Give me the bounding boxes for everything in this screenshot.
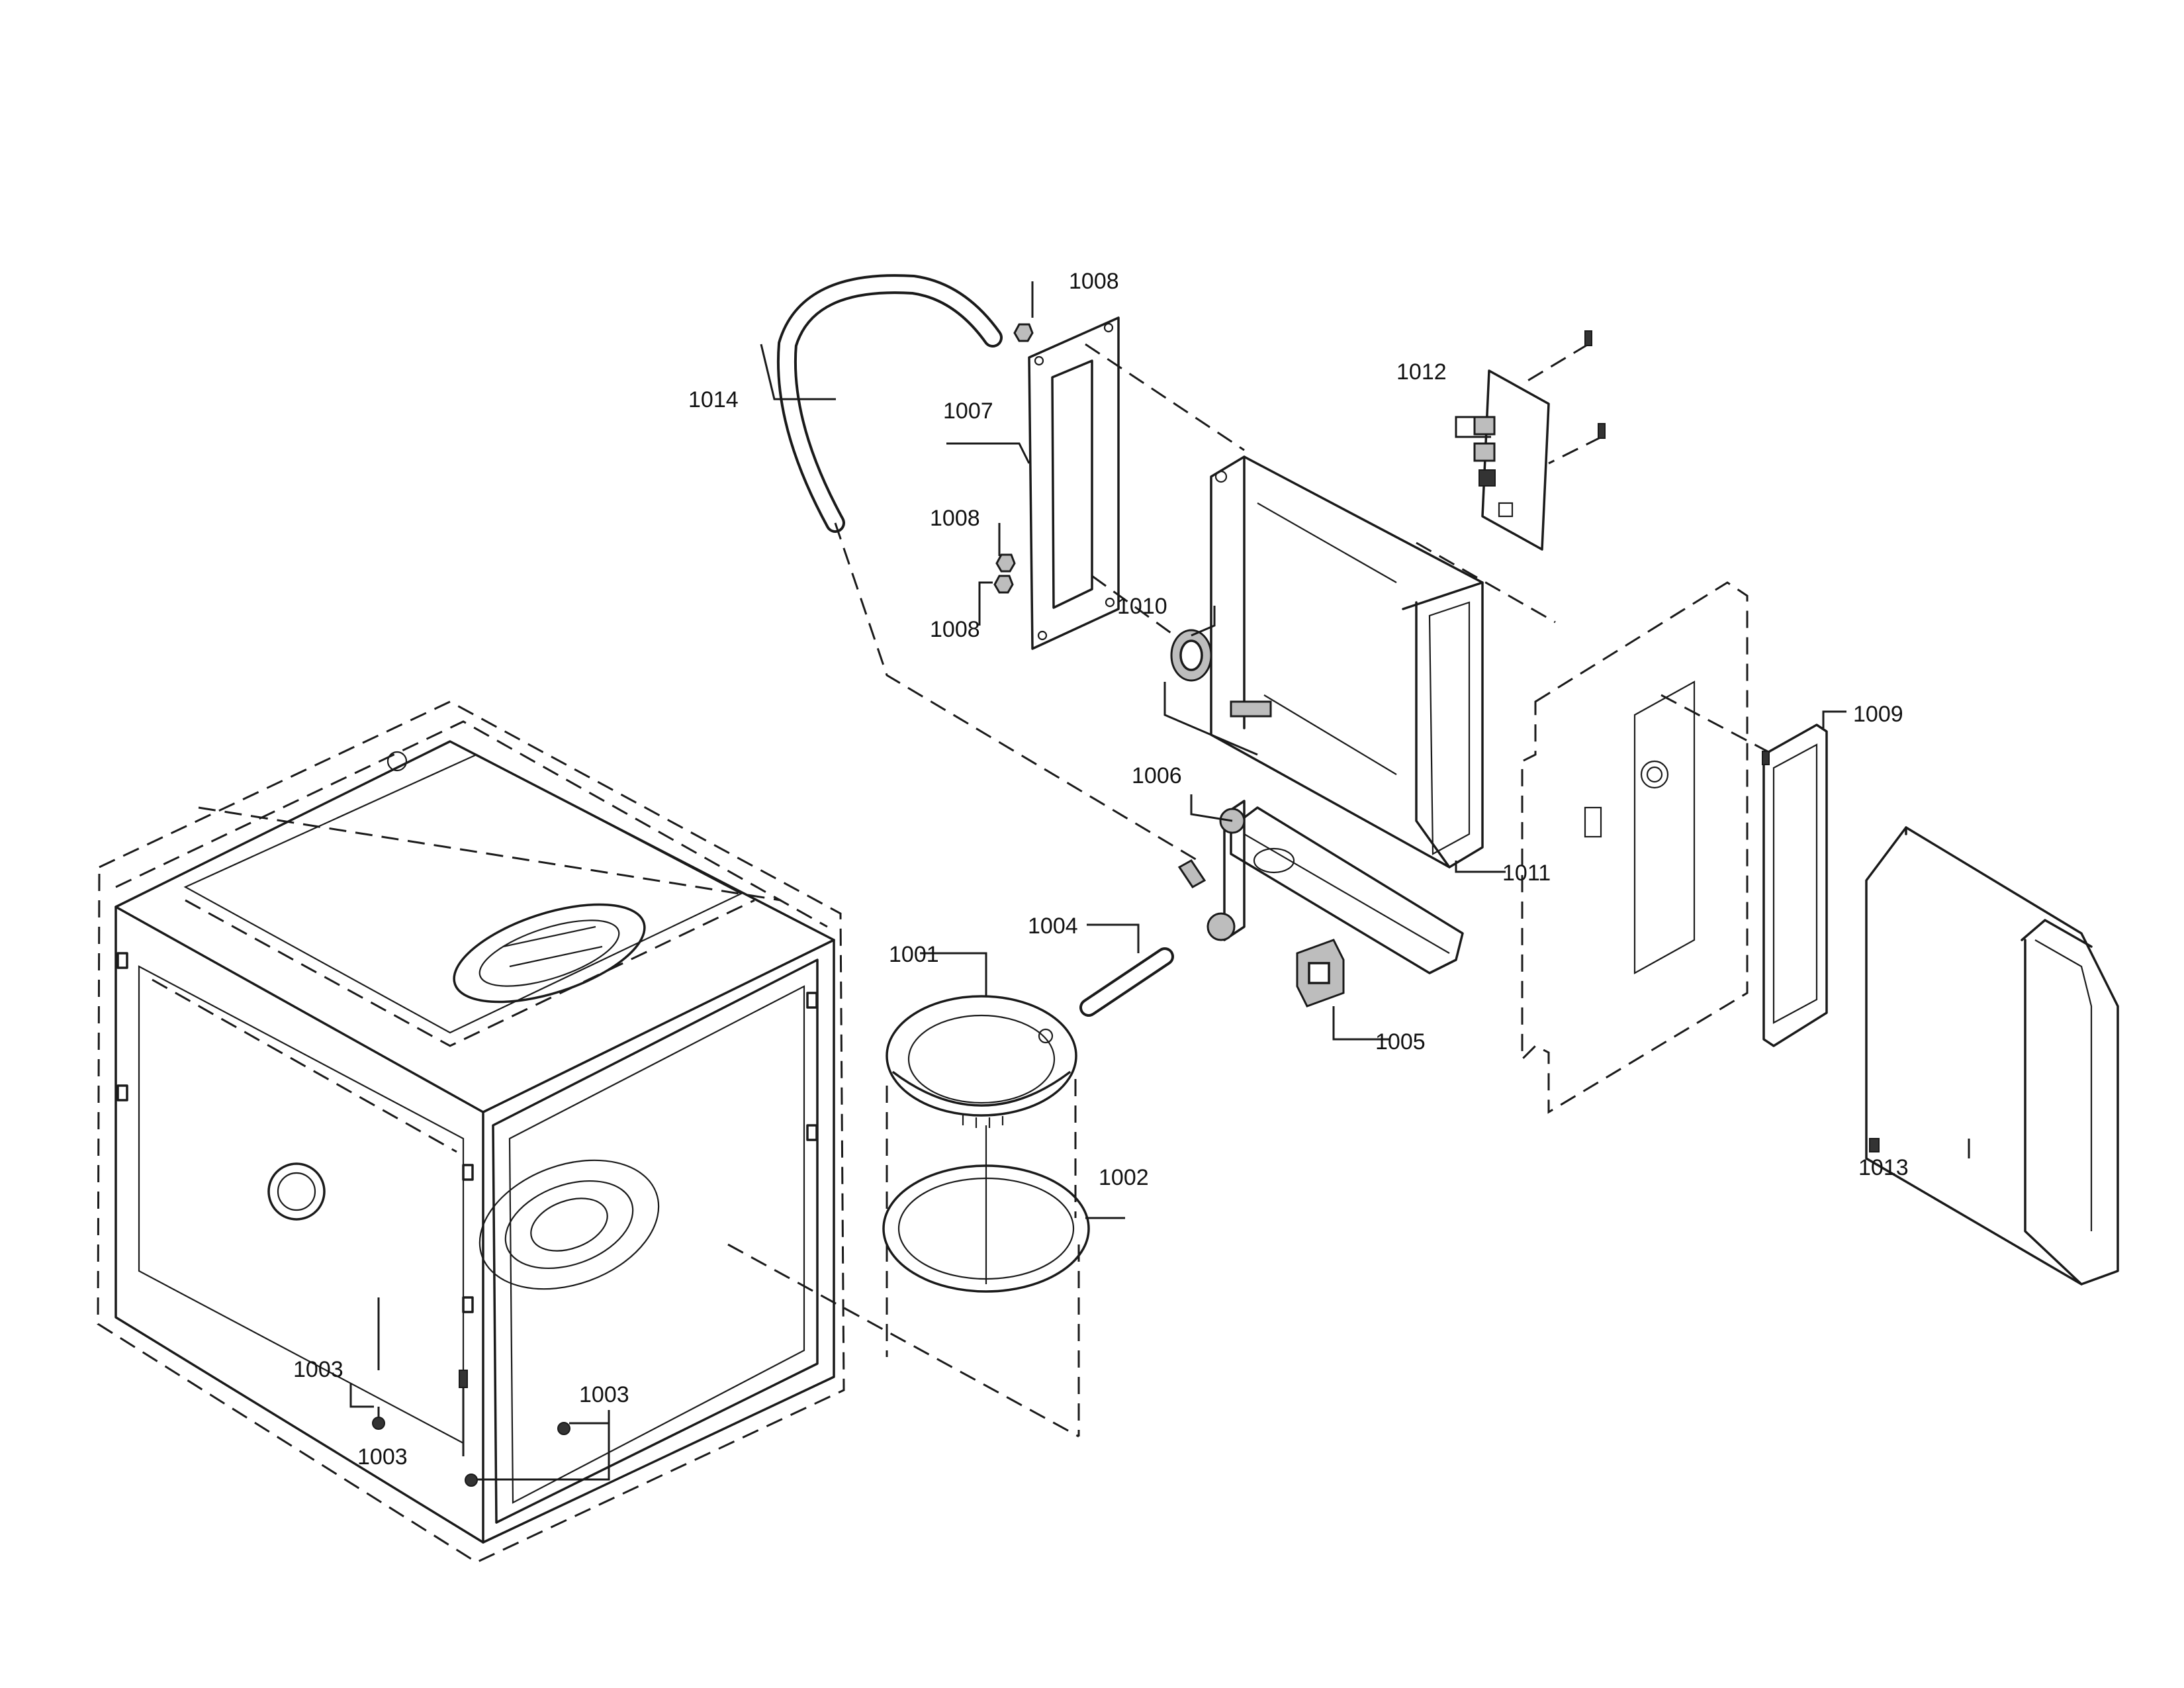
nut-1008-b bbox=[995, 553, 1016, 573]
screw-1003-b bbox=[459, 1370, 468, 1388]
nut-1008-a bbox=[1013, 323, 1034, 342]
screw-1003-d bbox=[465, 1474, 478, 1487]
pcb-1012 bbox=[1473, 369, 1550, 551]
rear-panel bbox=[1521, 581, 1749, 1114]
callout-1003-bottom: 1003 bbox=[357, 1444, 408, 1470]
callout-1010: 1010 bbox=[1117, 594, 1167, 619]
seal-1010 bbox=[1170, 629, 1212, 682]
callout-1008-bottom: 1008 bbox=[930, 617, 980, 642]
switch-1005 bbox=[1296, 939, 1345, 1008]
mounting-plate-1007 bbox=[1028, 316, 1120, 650]
screw-1003-a bbox=[372, 1417, 385, 1430]
callout-1011: 1011 bbox=[1502, 861, 1551, 886]
callout-1005: 1005 bbox=[1375, 1029, 1426, 1055]
tube-1014 bbox=[776, 274, 1003, 533]
callout-1001: 1001 bbox=[889, 942, 939, 967]
callout-1007: 1007 bbox=[943, 399, 993, 424]
screw-pcb-a bbox=[1584, 330, 1592, 346]
screw-1003-c bbox=[557, 1422, 570, 1435]
gasket-1009 bbox=[1762, 724, 1828, 1047]
housing-1011 bbox=[1210, 455, 1484, 868]
callout-1012: 1012 bbox=[1396, 359, 1447, 385]
screw-pcb-b bbox=[1598, 423, 1606, 439]
callout-1008-mid: 1008 bbox=[930, 506, 980, 531]
leader-lines bbox=[349, 281, 1970, 1481]
nut-1008-c bbox=[993, 575, 1014, 594]
callout-1002: 1002 bbox=[1099, 1165, 1149, 1190]
callout-1003-left: 1003 bbox=[293, 1357, 343, 1382]
ring-1002 bbox=[882, 1125, 1090, 1293]
callout-1004: 1004 bbox=[1028, 914, 1078, 939]
stirrer-cover-1001 bbox=[886, 995, 1077, 1128]
bracket-1006 bbox=[1177, 800, 1464, 974]
callout-1014: 1014 bbox=[688, 387, 739, 412]
cover-1013 bbox=[1865, 826, 2119, 1286]
oven-cavity bbox=[97, 700, 845, 1564]
rod-1004 bbox=[1079, 947, 1174, 1017]
callout-1003-right: 1003 bbox=[579, 1382, 629, 1407]
callout-1006: 1006 bbox=[1132, 763, 1182, 788]
callout-1013: 1013 bbox=[1858, 1155, 1909, 1180]
callout-1009: 1009 bbox=[1853, 702, 1903, 727]
callout-1008-top: 1008 bbox=[1069, 269, 1119, 294]
